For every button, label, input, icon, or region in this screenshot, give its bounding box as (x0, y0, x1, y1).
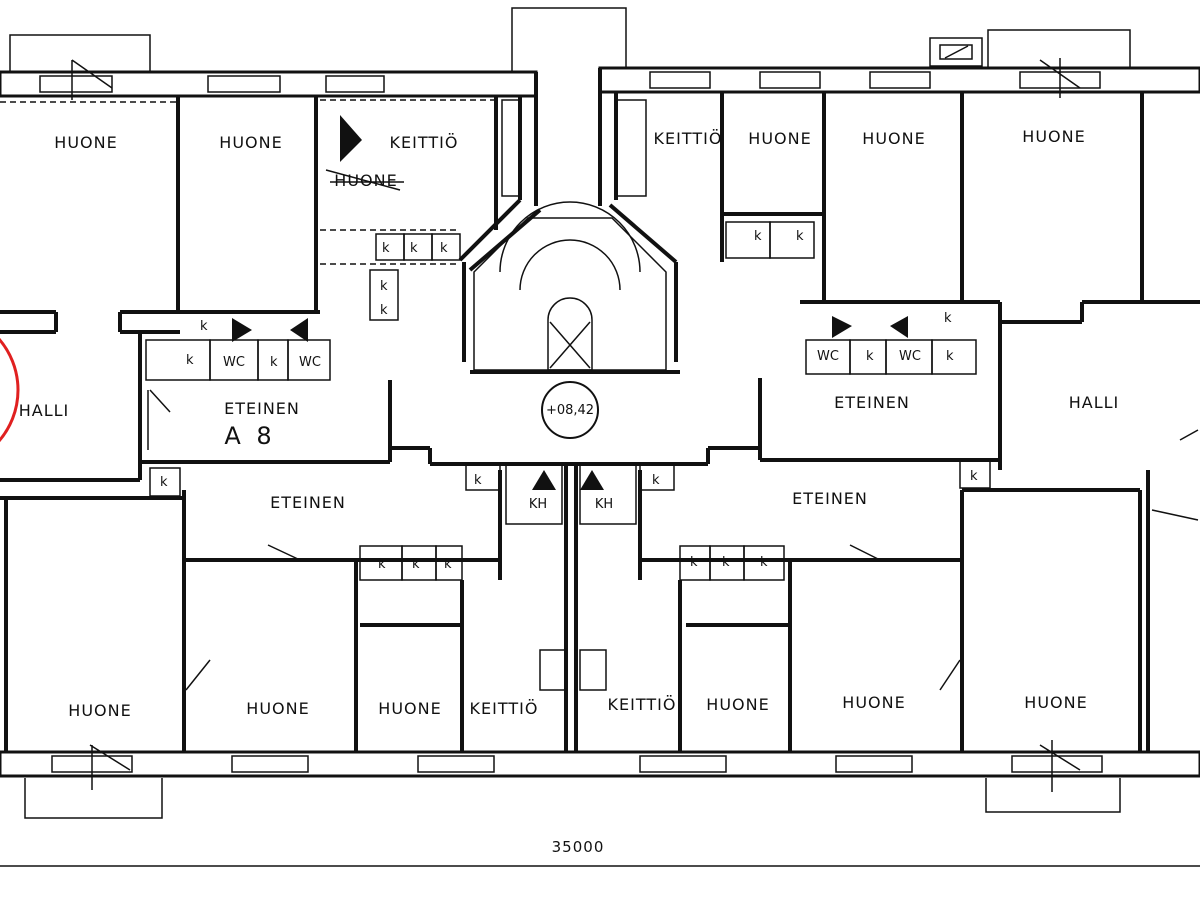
fixture-labels: WC WC WC WC KH KH k k k k k k k k k k k … (160, 229, 978, 572)
kh-label: KH (529, 497, 547, 512)
kh-label: KH (595, 497, 613, 512)
wc-label: WC (899, 349, 921, 364)
room-label: HUONE (842, 693, 905, 712)
room-label: HUONE (246, 699, 309, 718)
wc-arrow-icon (290, 318, 308, 342)
wc-arrow-icon (890, 316, 908, 338)
room-label: HUONE (706, 695, 769, 714)
wc-label: WC (223, 355, 245, 370)
fixtures (145, 99, 991, 691)
room-label: HALLI (19, 401, 70, 420)
level-marker (541, 381, 599, 439)
dimension-text: 35000 (552, 838, 605, 856)
entry-arrow-icon (340, 115, 362, 162)
closet-label: k (722, 555, 730, 570)
room-label: KEITTIÖ (470, 699, 539, 718)
closet-label: k (270, 355, 278, 370)
closet-label: k (160, 475, 168, 490)
closet-label: k (378, 557, 386, 572)
room-label: ETEINEN (224, 399, 300, 418)
room-label: HUONE (68, 701, 131, 720)
interior-walls (0, 68, 1200, 752)
closet-label: k (380, 303, 388, 318)
closet-label: k (412, 557, 420, 572)
closet-label: k (944, 311, 952, 326)
highlight-circle (0, 337, 20, 443)
wc-arrow-icon (232, 318, 252, 342)
closet-label: k (754, 229, 762, 244)
wc-label: WC (817, 349, 839, 364)
closet-label: k (444, 557, 452, 572)
room-label: HUONE (1024, 693, 1087, 712)
closet-label: k (186, 353, 194, 368)
apartment-code: A 8 (224, 422, 275, 450)
room-label: ETEINEN (792, 489, 868, 508)
closet-label: k (866, 349, 874, 364)
wc-arrow-icon (832, 316, 852, 338)
room-label: HUONE (54, 133, 117, 152)
balconies (9, 7, 1131, 819)
room-label: ETEINEN (270, 493, 346, 512)
closet-label: k (970, 469, 978, 484)
room-label: HUONE (1022, 127, 1085, 146)
room-label: HUONE (862, 129, 925, 148)
exterior-walls (0, 66, 1200, 778)
room-label: KEITTIÖ (390, 133, 459, 152)
closet-label: k (946, 349, 954, 364)
room-label: HUONE (748, 129, 811, 148)
room-label: ETEINEN (834, 393, 910, 412)
closet-label: k (440, 241, 448, 256)
closet-label: k (474, 473, 482, 488)
room-label: HALLI (1069, 393, 1120, 412)
skylight-box (929, 37, 983, 67)
room-label: HUONE (378, 699, 441, 718)
vent-arrow-icon (532, 470, 556, 490)
closet-label: k (690, 555, 698, 570)
closet-label: k (652, 473, 660, 488)
door-swings (71, 58, 1199, 792)
closet-label: k (760, 555, 768, 570)
room-labels: HUONE HUONE KEITTIÖ HUONE KEITTIÖ HUONE … (19, 127, 1120, 720)
closet-label: k (382, 241, 390, 256)
room-label: KEITTIÖ (654, 129, 723, 148)
closet-label: k (796, 229, 804, 244)
wc-label: WC (299, 355, 321, 370)
level-marker-text: +08,42 (546, 403, 594, 418)
room-label: HUONE (219, 133, 282, 152)
strike-line (325, 169, 401, 191)
room-label: KEITTIÖ (608, 695, 677, 714)
closet-label: k (410, 241, 418, 256)
closet-label: k (200, 319, 208, 334)
vent-arrow-icon (580, 470, 604, 490)
closet-label: k (380, 279, 388, 294)
